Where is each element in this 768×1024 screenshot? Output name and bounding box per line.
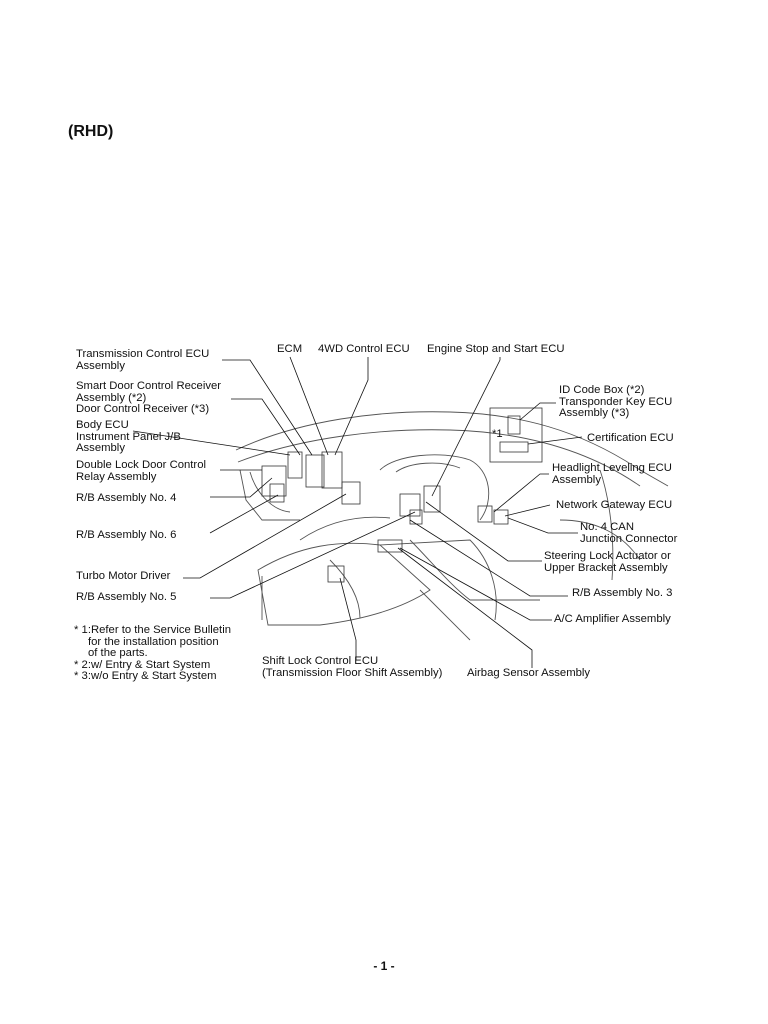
footnotes: * 1:Refer to the Service Bulletin for th…	[74, 624, 231, 683]
footnote: * 1:Refer to the Service Bulletin	[74, 624, 231, 636]
label-network-gateway-ecu: Network Gateway ECU	[556, 499, 673, 511]
label-ecm: ECM	[277, 343, 303, 355]
label-4wd-control-ecu: 4WD Control ECU	[318, 343, 410, 355]
label-certification-ecu: Certification ECU	[587, 432, 674, 444]
footnote-continued: for the installation position	[88, 635, 219, 648]
label-rb-assembly-no4: R/B Assembly No. 4	[76, 492, 177, 504]
label-rb-assembly-no5: R/B Assembly No. 5	[76, 591, 177, 603]
label-inset-marker: *1	[492, 428, 503, 440]
label-shift-lock-control-ecu: Shift Lock Control ECU(Transmission Floo…	[262, 655, 443, 679]
footnote: * 3:w/o Entry & Start System	[74, 670, 217, 682]
label-airbag-sensor-assembly: Airbag Sensor Assembly	[467, 667, 591, 679]
label-rb-assembly-no3: R/B Assembly No. 3	[572, 587, 673, 599]
page-number: - 1 -	[373, 959, 395, 973]
label-engine-stop-start-ecu: Engine Stop and Start ECU	[427, 343, 565, 355]
label-turbo-motor-driver: Turbo Motor Driver	[76, 570, 171, 582]
footnote: * 2:w/ Entry & Start System	[74, 658, 211, 671]
page-heading: (RHD)	[68, 123, 114, 140]
label-rb-assembly-no6: R/B Assembly No. 6	[76, 529, 177, 541]
footnote-continued: of the parts.	[88, 647, 148, 659]
label-ac-amplifier-assembly: A/C Amplifier Assembly	[554, 613, 671, 625]
